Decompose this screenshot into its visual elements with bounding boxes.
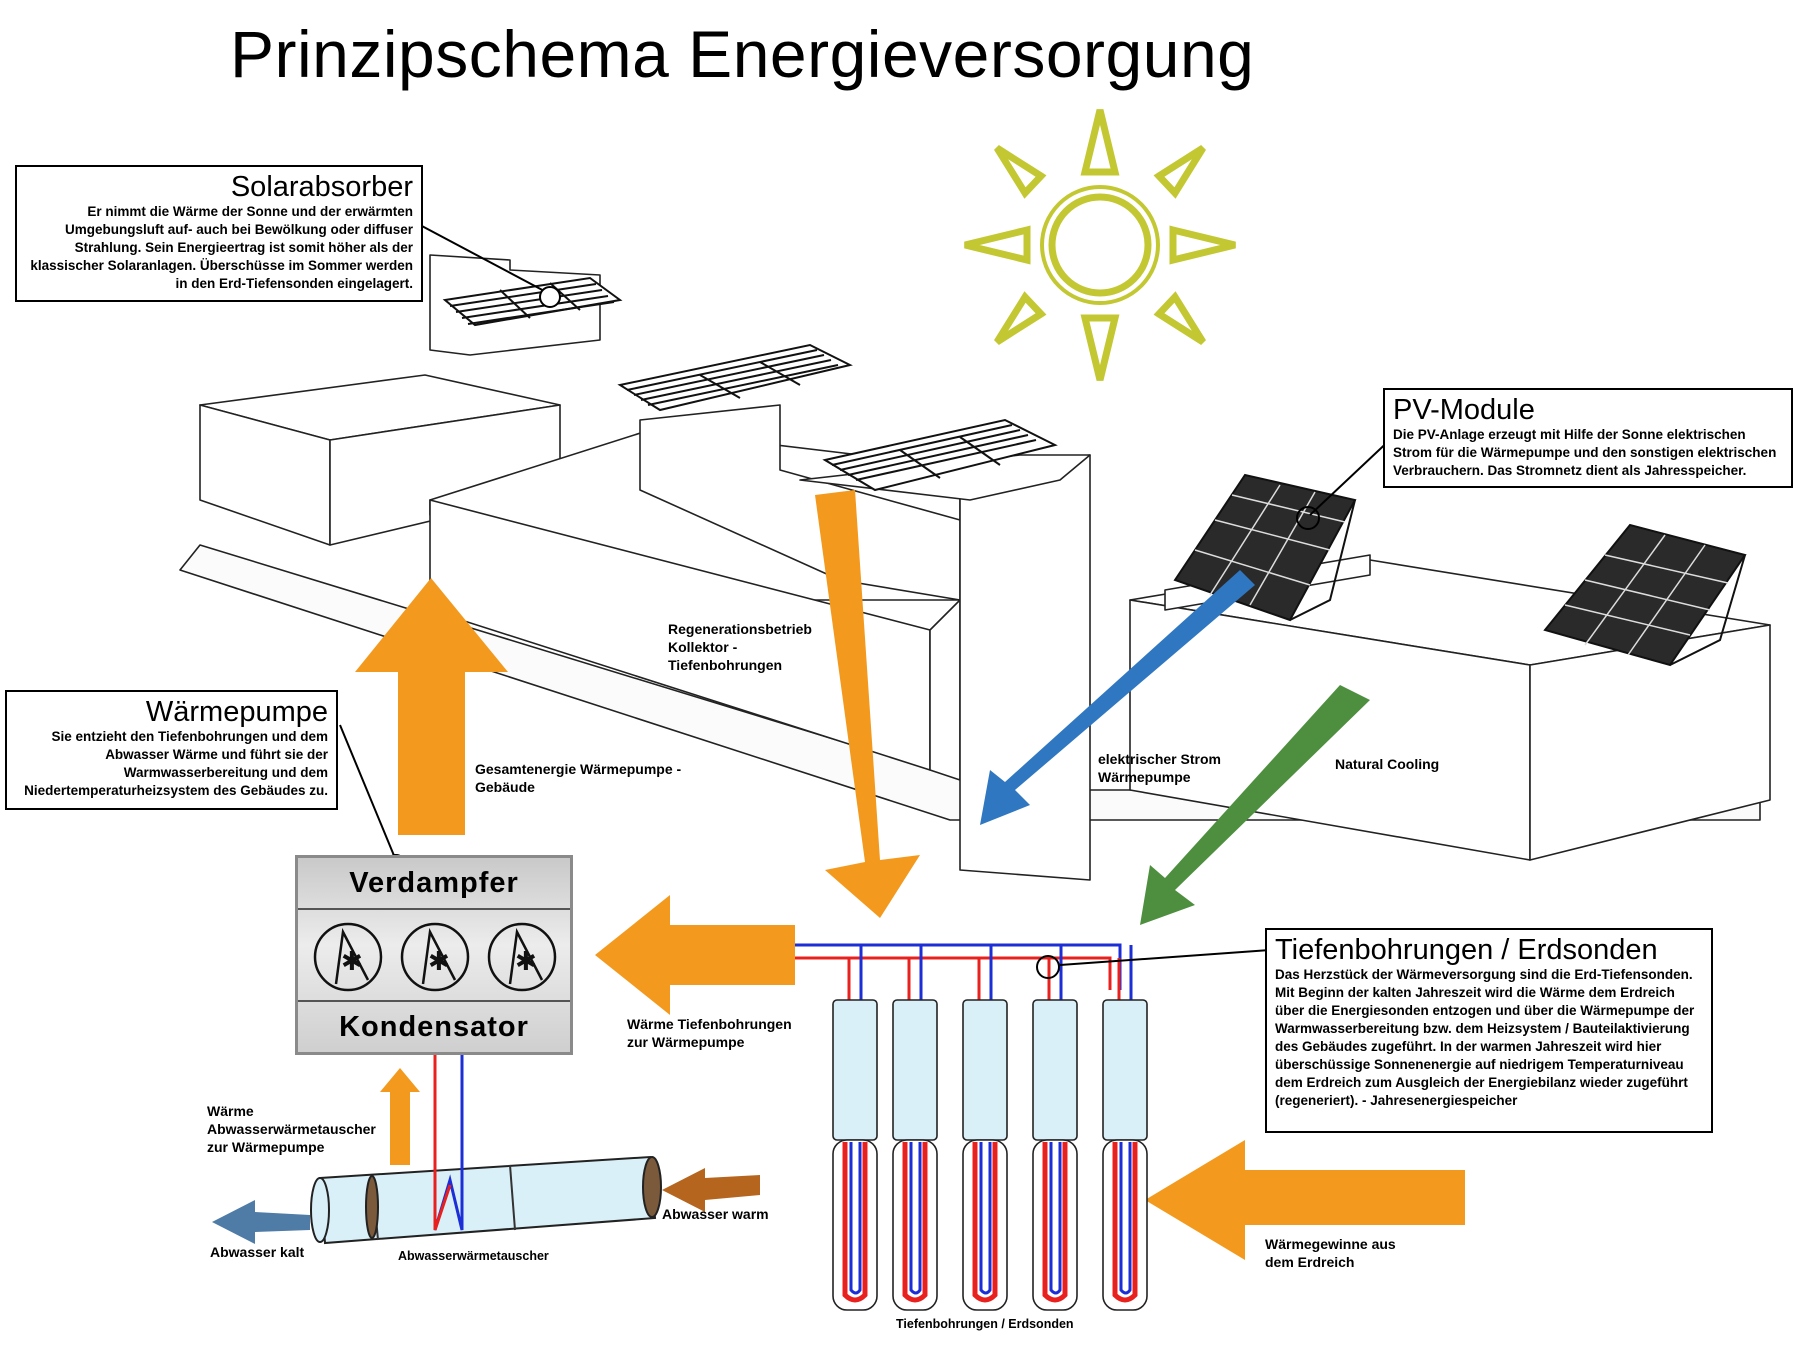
label-total-energy: Gesamtenergie Wärmepumpe - Gebäude bbox=[475, 761, 682, 795]
compressor-fans: ✱ ✱ ✱ bbox=[313, 922, 557, 992]
solar-panel-1 bbox=[442, 276, 623, 327]
arrow-regeneration-down bbox=[815, 490, 920, 918]
solar-absorber-panels bbox=[442, 276, 1058, 492]
svg-text:✱: ✱ bbox=[341, 946, 363, 976]
condenser-label: Kondensator bbox=[298, 1000, 570, 1052]
borehole-probe bbox=[832, 945, 878, 1311]
pv-modules-text: Die PV-Anlage erzeugt mit Hilfe der Sonn… bbox=[1393, 427, 1777, 478]
label-heat-boreholes: Wärme Tiefenbohrungen zur Wärmepumpe bbox=[627, 1016, 792, 1050]
solar-absorber-title: Solarabsorber bbox=[230, 171, 413, 203]
boreholes-title: Tiefenbohrungen / Erdsonden bbox=[1275, 934, 1658, 966]
solar-panel-2 bbox=[617, 343, 853, 412]
building-tower bbox=[959, 454, 1091, 881]
pv-module-2 bbox=[1543, 523, 1747, 667]
borehole-probe bbox=[892, 945, 938, 1311]
boreholes-box: Tiefenbohrungen / Erdsonden Das Herzstüc… bbox=[1265, 928, 1713, 1133]
heatpump-text: Sie entzieht den Tiefenbohrungen und dem… bbox=[24, 729, 328, 798]
borehole-probe bbox=[1102, 945, 1148, 1311]
pv-modules-title: PV-Module bbox=[1393, 394, 1535, 426]
arrow-total-energy-up bbox=[355, 578, 508, 835]
label-boreholes-caption: Tiefenbohrungen / Erdsonden bbox=[896, 1317, 1074, 1331]
svg-text:✱: ✱ bbox=[515, 946, 537, 976]
borehole-probes bbox=[832, 945, 1148, 1311]
label-electric-power: elektrischer Strom Wärmepumpe bbox=[1098, 751, 1221, 785]
label-heat-wastewater: Wärme Abwasserwärmetauscher zur Wärmepum… bbox=[207, 1103, 376, 1155]
compressor-icon-3: ✱ bbox=[487, 922, 557, 992]
solar-absorber-box: Solarabsorber Er nimmt die Wärme der Son… bbox=[15, 165, 423, 302]
label-ground-gain: Wärmegewinne aus dem Erdreich bbox=[1265, 1236, 1396, 1270]
borehole-probe bbox=[962, 945, 1008, 1311]
heatpump-box: Wärmepumpe Sie entzieht den Tiefenbohrun… bbox=[5, 690, 338, 810]
boreholes-text: Das Herzstück der Wärmeversorgung sind d… bbox=[1275, 967, 1695, 1108]
building-outline bbox=[179, 254, 1771, 881]
svg-text:✱: ✱ bbox=[428, 946, 450, 976]
wastewater-heat-exchanger bbox=[310, 1050, 662, 1245]
pv-modules bbox=[1173, 473, 1747, 667]
arrow-wastewater-to-heatpump bbox=[380, 1068, 420, 1165]
label-wastewater-warm: Abwasser warm bbox=[662, 1206, 769, 1222]
building-right-wing-side bbox=[1529, 624, 1771, 861]
pv-module-1 bbox=[1173, 473, 1357, 622]
borehole-probe bbox=[1032, 945, 1078, 1311]
arrow-electric-power bbox=[980, 570, 1255, 825]
label-wastewater-cold: Abwasser kalt bbox=[210, 1244, 305, 1260]
label-regeneration: Regenerationsbetrieb Kollektor - Tiefenb… bbox=[668, 621, 812, 673]
borehole-header-pipes bbox=[795, 943, 1122, 990]
sun-icon bbox=[964, 109, 1236, 381]
label-natural-cooling: Natural Cooling bbox=[1335, 756, 1440, 772]
building-main-side bbox=[929, 599, 961, 781]
arrow-wastewater-warm bbox=[662, 1168, 760, 1212]
heatpump-unit: Verdampfer ✱ ✱ ✱ Kondensator bbox=[295, 855, 573, 1055]
arrow-natural-cooling bbox=[1140, 685, 1370, 925]
pv-modules-box: PV-Module Die PV-Anlage erzeugt mit Hilf… bbox=[1383, 388, 1793, 488]
page-title: Prinzipschema Energieversorgung bbox=[230, 17, 1255, 91]
solar-absorber-text: Er nimmt die Wärme der Sonne und der erw… bbox=[30, 204, 413, 291]
arrow-ground-gain bbox=[1145, 1140, 1465, 1260]
arrow-wastewater-cold bbox=[212, 1200, 310, 1244]
solar-panel-3 bbox=[822, 418, 1058, 492]
evaporator-label: Verdampfer bbox=[298, 858, 570, 910]
heatpump-title: Wärmepumpe bbox=[145, 696, 328, 728]
compressor-icon-2: ✱ bbox=[400, 922, 470, 992]
label-heat-exchanger: Abwasserwärmetauscher bbox=[398, 1249, 549, 1263]
arrow-boreholes-to-heatpump bbox=[595, 895, 795, 1015]
compressor-icon-1: ✱ bbox=[313, 922, 383, 992]
